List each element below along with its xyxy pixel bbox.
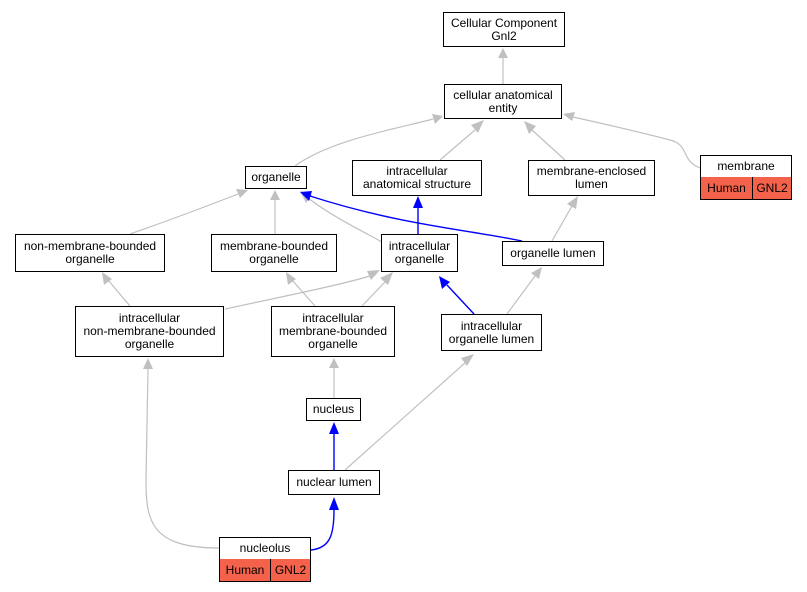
edge-nucleus-imbo-arrow (329, 358, 339, 368)
edge-iol-ol (506, 275, 536, 315)
edge-inmbo-io (224, 275, 371, 310)
membrane-tag-row: Human GNL2 (700, 177, 792, 200)
node-nucleolus[interactable]: nucleolus (219, 537, 311, 560)
edge-imbo-io-arrow (380, 272, 393, 285)
edge-nucleolus-inmbo (145, 367, 220, 549)
nucleolus-tag-row: Human GNL2 (219, 559, 311, 582)
edge-mbo-organelle-arrow (270, 190, 280, 200)
species-tag: Human (701, 177, 752, 199)
edge-ias-io-arrow (413, 196, 423, 208)
edge-imbo-mbo-arrow (286, 272, 296, 285)
node-nucleus[interactable]: nucleus (306, 398, 361, 421)
edge-ol-mel-arrow (567, 196, 578, 209)
gene-tag: GNL2 (752, 177, 791, 199)
edge-nl-nucleus-arrow (329, 422, 339, 434)
edge-iol-io-arrow (439, 276, 450, 289)
edge-membrane-cae (572, 116, 701, 169)
node-intracellular-anatomical-structure[interactable]: intracellular anatomical structure (352, 160, 482, 196)
species-tag: Human (220, 559, 270, 581)
edge-membrane-cae-arrow (563, 112, 575, 121)
node-intracellular-non-membrane-bounded-organelle[interactable]: intracellular non-membrane-bounded organ… (75, 306, 224, 357)
node-non-membrane-bounded-organelle[interactable]: non-membrane-bounded organelle (15, 234, 165, 272)
edge-ol-organelle-arrow (300, 191, 312, 201)
node-intracellular-membrane-bounded-organelle[interactable]: intracellular membrane-bounded organelle (271, 306, 395, 357)
edge-iol-ol-arrow (531, 267, 542, 279)
edge-nucleolus-nl-arrow (329, 497, 339, 510)
node-membrane-bounded-organelle[interactable]: membrane-bounded organelle (211, 234, 337, 272)
node-nuclear-lumen[interactable]: nuclear lumen (288, 470, 380, 495)
node-intracellular-organelle-lumen[interactable]: intracellular organelle lumen (441, 314, 542, 351)
node-cellular-component[interactable]: Cellular Component Gnl2 (443, 12, 565, 47)
edge-iol-io (446, 284, 475, 315)
edge-inmbo-nmbo (107, 279, 131, 307)
edge-cae-root-arrow (498, 48, 508, 58)
edge-nl-iol (344, 361, 467, 471)
edge-nmbo-organelle (129, 193, 239, 235)
node-organelle-lumen[interactable]: organelle lumen (502, 241, 604, 266)
edge-mel-cae (531, 129, 566, 161)
edge-ol-organelle (309, 195, 523, 242)
edge-ol-mel (551, 205, 573, 242)
node-cellular-anatomical-entity[interactable]: cellular anatomical entity (444, 84, 562, 119)
node-membrane-enclosed-lumen[interactable]: membrane-enclosed lumen (528, 160, 655, 196)
edge-ias-cae-arrow (471, 120, 484, 133)
edge-nucleolus-inmbo-arrow (143, 358, 153, 369)
edge-inmbo-io-arrow (367, 270, 380, 280)
edge-inmbo-nmbo-arrow (102, 272, 112, 285)
edge-io-organelle (307, 197, 383, 243)
edge-organelle-cae-arrow (432, 114, 443, 124)
edge-imbo-io (361, 281, 386, 307)
node-intracellular-organelle[interactable]: intracellular organelle (381, 234, 458, 272)
edge-nmbo-organelle-arrow (236, 189, 248, 198)
edge-nl-iol-arrow (461, 354, 474, 366)
edge-organelle-cae (294, 118, 434, 167)
edge-nucleolus-nl (310, 509, 335, 551)
edge-ias-cae (439, 129, 476, 161)
node-organelle[interactable]: organelle (245, 166, 307, 189)
node-membrane[interactable]: membrane (700, 155, 792, 178)
gene-tag: GNL2 (270, 559, 310, 581)
edge-mel-cae-arrow (524, 121, 536, 134)
edge-imbo-mbo (291, 279, 316, 307)
